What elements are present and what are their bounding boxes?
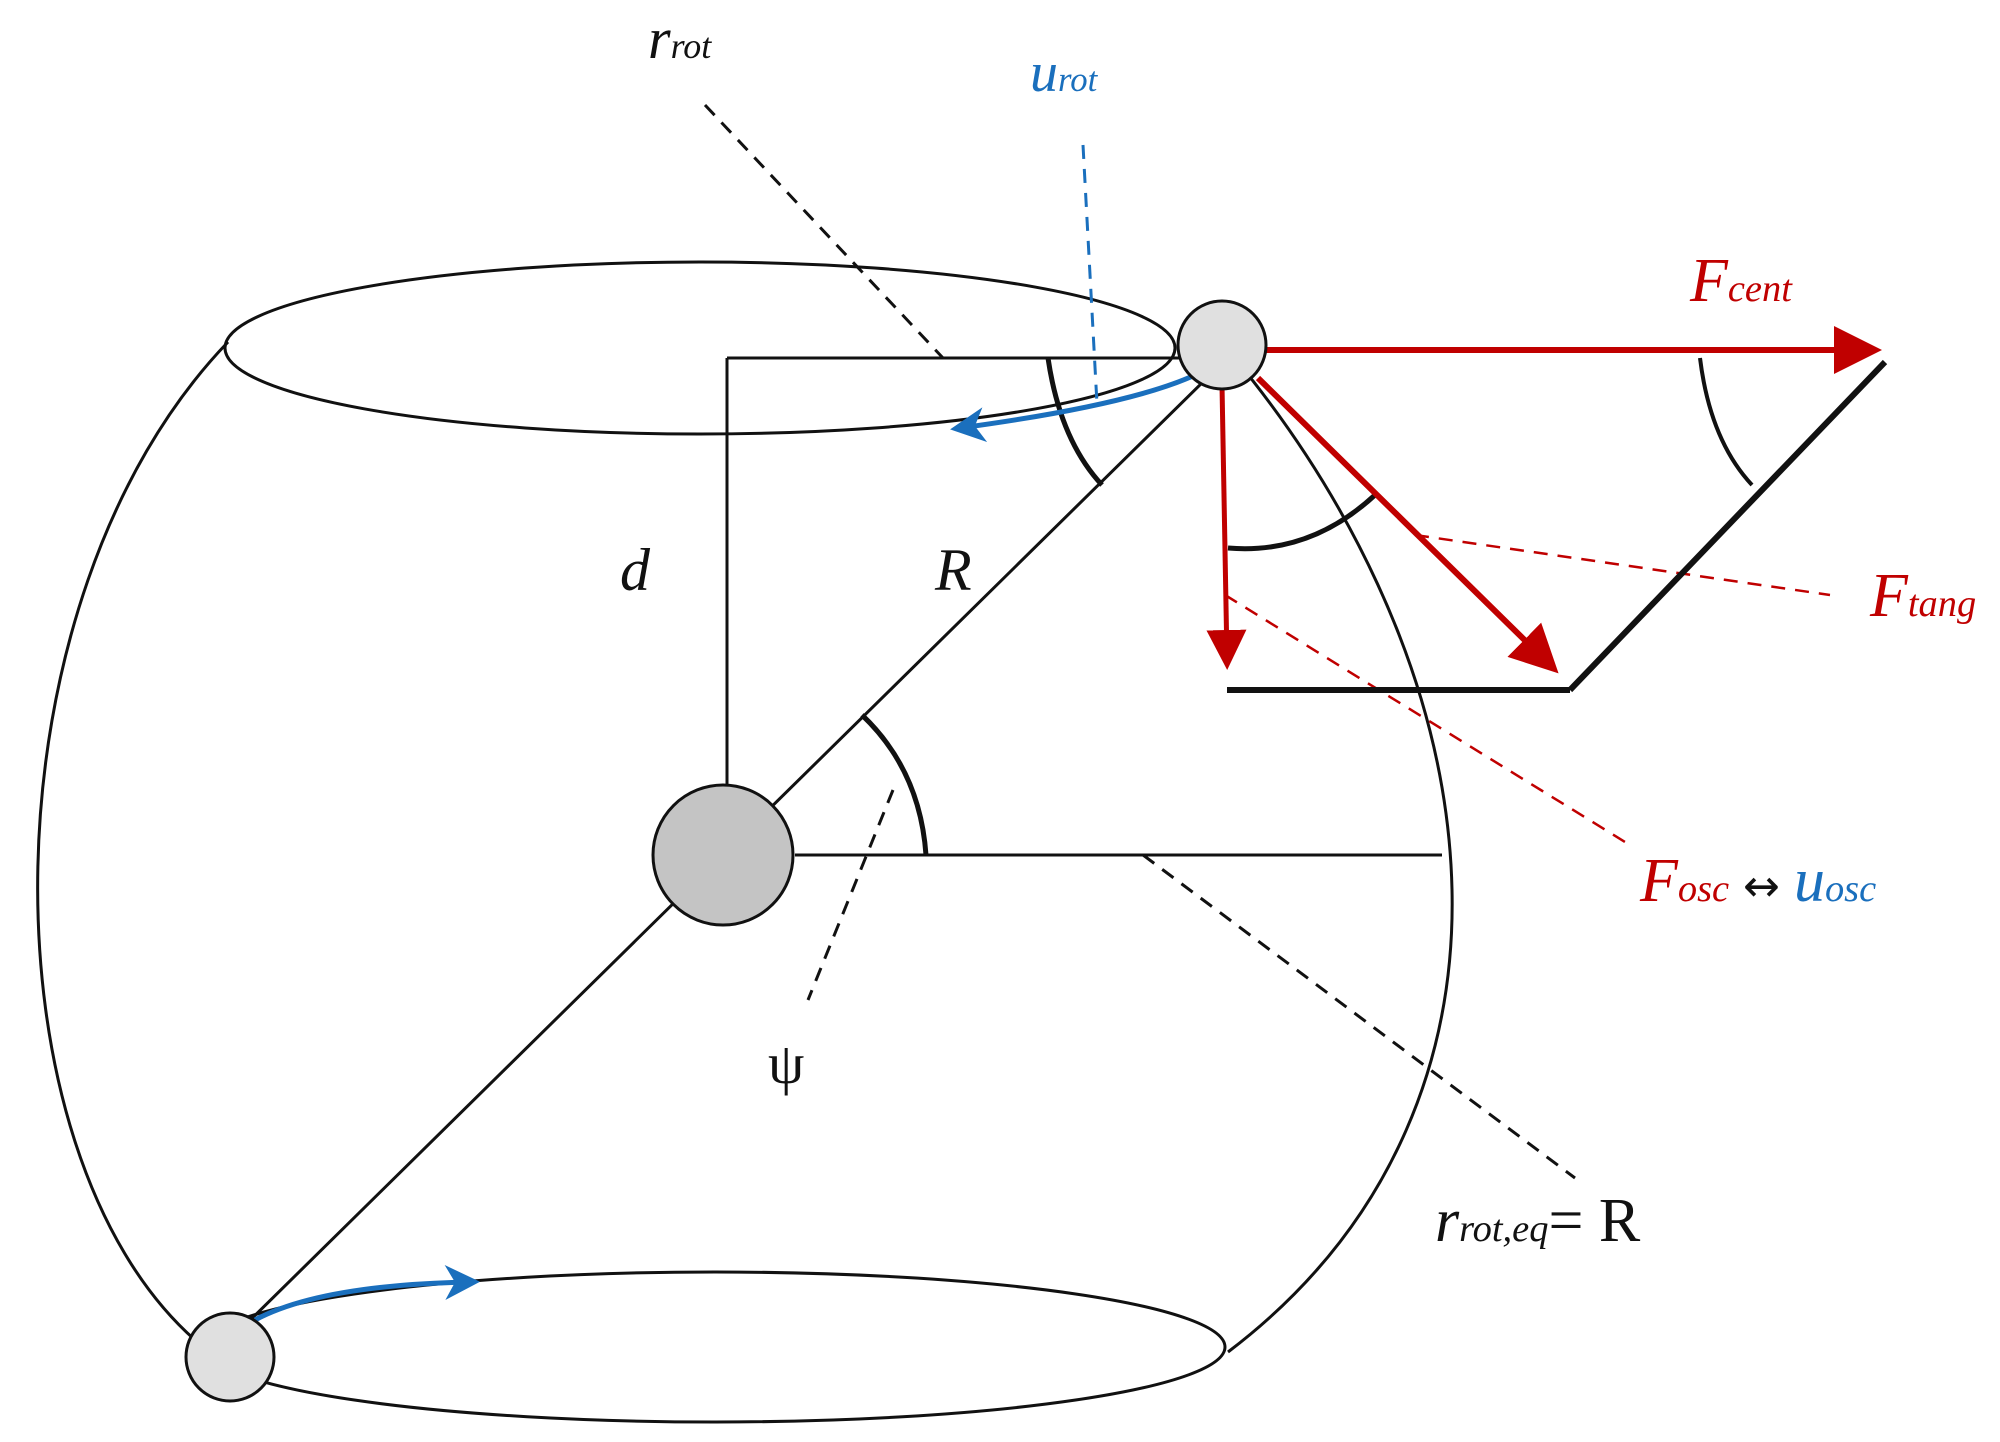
label-sub: rot,eq xyxy=(1459,1208,1549,1250)
label-main: F xyxy=(1640,847,1678,915)
label-sub: osc xyxy=(1677,868,1730,910)
r-rot-eq-leader xyxy=(1142,853,1576,1180)
label-main: F xyxy=(1690,247,1728,315)
center-mass xyxy=(651,783,795,927)
label-rest: = R xyxy=(1548,1187,1641,1255)
label-main: u xyxy=(1030,42,1058,104)
label-sub: cent xyxy=(1727,268,1792,310)
label-main: r xyxy=(648,6,671,71)
force-right-edge xyxy=(1567,359,1888,693)
bottom-motion-arrow xyxy=(253,1265,480,1323)
label-main: F xyxy=(1870,562,1908,630)
label-r-rot: rrot xyxy=(648,10,711,68)
top-mass xyxy=(1176,299,1268,391)
sphere-left-arc xyxy=(36,340,230,1342)
psi-leader xyxy=(806,789,895,1001)
label-d: d xyxy=(620,537,650,603)
psi-angle-arc xyxy=(860,713,929,856)
label-sub: tang xyxy=(1907,583,1977,625)
top-ellipse xyxy=(223,260,1177,436)
bottom-mass xyxy=(184,1311,276,1403)
label-R: R xyxy=(935,537,972,603)
label-u-osc: uosc xyxy=(1794,847,1876,915)
u-rot-arrow xyxy=(950,372,1197,442)
r-rot-leader xyxy=(703,103,945,360)
F-tang-leader xyxy=(1414,533,1831,597)
F-osc-arrow xyxy=(1206,384,1247,670)
cent-angle-arc xyxy=(1698,357,1754,487)
F-tang-arrow xyxy=(1255,375,1559,674)
label-main: r xyxy=(1435,1187,1460,1255)
F-osc-leader xyxy=(1224,593,1626,844)
top-angle-arc xyxy=(1045,357,1104,487)
label-sub: osc xyxy=(1824,868,1877,910)
sphere-right-arc xyxy=(1198,316,1454,1354)
label-F-cent: Fcent xyxy=(1690,250,1792,312)
label-u-rot: urot xyxy=(1030,45,1097,101)
label-main: u xyxy=(1793,847,1825,915)
bottom-ellipse xyxy=(203,1270,1227,1424)
label-sub: rot xyxy=(1058,60,1098,99)
label-psi: ψ xyxy=(768,1031,805,1096)
u-rot-leader xyxy=(1081,144,1099,405)
label-r-rot-eq: rrot,eq= R xyxy=(1435,1190,1640,1252)
force-angle-arc xyxy=(1227,493,1377,552)
label-F-osc: Fosc xyxy=(1640,847,1729,915)
label-F-tang: Ftang xyxy=(1870,565,1976,627)
label-F-osc-u-osc: Fosc↔uosc xyxy=(1640,850,1876,912)
label-sub: rot xyxy=(670,26,712,66)
equivalence-arrow-icon: ↔ xyxy=(1743,861,1780,912)
